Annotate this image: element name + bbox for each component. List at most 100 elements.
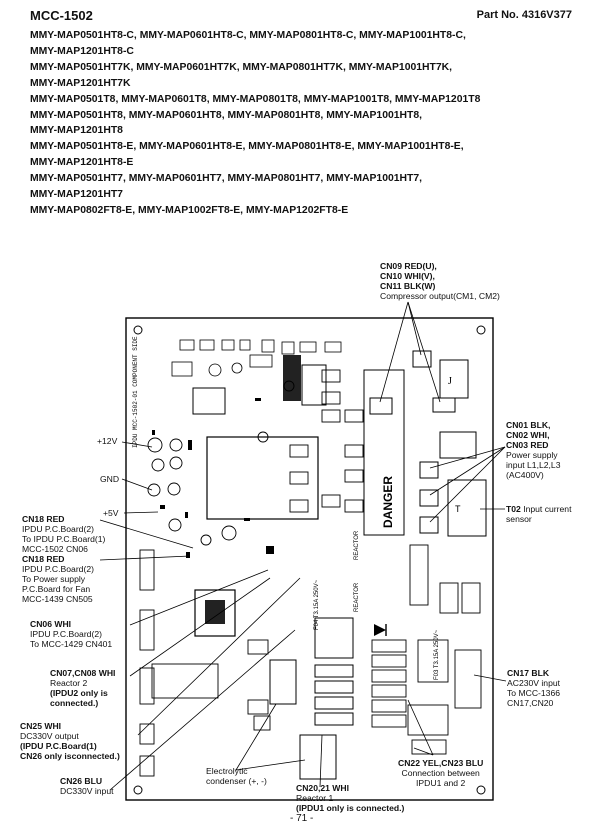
label-desc: To Power supply: [22, 574, 86, 584]
label-desc: IPDU P.C.Board(2): [30, 629, 102, 639]
label-line: CN07,CN08 WHI: [50, 668, 116, 678]
page-number: - 71 -: [290, 813, 314, 824]
label-desc: (AC400V): [506, 470, 544, 480]
ic-block: [283, 355, 301, 401]
reactor-label: REACTOR: [354, 582, 360, 612]
leader-lines: [99, 301, 507, 791]
label-cn25: CN25 WHI DC330V output (IPDU P.C.Board(1…: [20, 721, 120, 761]
model-line: MMY-MAP1201HT8-E: [30, 157, 134, 169]
label-desc: P.C.Board for Fan: [22, 584, 91, 594]
power-input-connectors: [419, 431, 487, 537]
label-line: CN18 RED: [22, 514, 65, 524]
label-cn20: CN20,21 WHI Reactor 1 (IPDU1 only is con…: [296, 783, 404, 813]
power-module: [194, 589, 236, 637]
model-line: MMY-MAP0501HT7, MMY-MAP0601HT7, MMY-MAP0…: [30, 173, 423, 185]
label-desc: IPDU1 and 2: [416, 778, 466, 788]
model-line: MMY-MAP0501HT7K, MMY-MAP0601HT7K, MMY-MA…: [30, 61, 453, 73]
label-desc: IPDU P.C.Board(2): [22, 564, 94, 574]
label-note: (IPDU P.C.Board(1): [20, 741, 97, 751]
label-desc: CN17,CN20: [507, 698, 554, 708]
mounting-hole: [133, 785, 143, 795]
label-line: CN03 RED: [506, 440, 549, 450]
part-number: Part No. 4316V377: [476, 9, 572, 21]
smd-parts: [152, 398, 274, 558]
label-electrolytic: Electrolytic condenser (+, -): [206, 766, 267, 786]
label-cn01: CN01 BLK, CN02 WHI, CN03 RED Power suppl…: [506, 420, 560, 480]
label-line: CN26 BLU: [60, 776, 103, 786]
label-line: CN20,21 WHI: [296, 783, 350, 793]
mounting-hole: [476, 325, 486, 335]
label-desc: IPDU P.C.Board(2): [22, 524, 94, 534]
mounting-hole: [476, 785, 486, 795]
model-line: MMY-MAP1201HT8-C: [30, 45, 134, 57]
label-desc: To MCC-1366: [507, 688, 561, 698]
label-cn18-b: CN18 RED IPDU P.C.Board(2) To Power supp…: [22, 554, 94, 604]
model-line: MMY-MAP0501HT8, MMY-MAP0601HT8, MMY-MAP0…: [30, 109, 423, 121]
left-lower-connectors: [139, 549, 271, 777]
label-gnd: GND: [100, 474, 120, 484]
label-desc: MCC-1502 CN06: [22, 544, 88, 554]
label-desc: Reactor 1: [296, 793, 334, 803]
label-desc: Input current: [523, 504, 572, 514]
label-desc: Connection between: [401, 768, 480, 778]
ic-block: [301, 364, 327, 406]
label-line: CN10 WHI(V),: [380, 271, 435, 281]
label-line: CN09 RED(U),: [380, 261, 437, 271]
label-desc: condenser (+, -): [206, 776, 267, 786]
label-line: CN01 BLK,: [506, 420, 551, 430]
label-note: connected.): [50, 698, 99, 708]
fuse-f03: F03 T3.15A 250V~: [434, 629, 440, 680]
model-line: MMY-MAP1201HT7K: [30, 77, 131, 89]
label-t02: T02 Input current sensor: [506, 504, 571, 524]
power-module-chip: [205, 600, 225, 624]
electrolytic-caps: [269, 617, 354, 780]
danger-label: DANGER: [381, 476, 395, 528]
label-desc: AC230V input: [507, 678, 561, 688]
center-relays: [289, 369, 364, 513]
model-list: MMY-MAP0501HT8-C, MMY-MAP0601HT8-C, MMY-…: [30, 28, 590, 219]
label-cn18-a: CN18 RED IPDU P.C.Board(2) To IPDU P.C.B…: [22, 514, 105, 554]
label-plus5v: +5V: [103, 508, 119, 518]
label-desc: DC330V input: [60, 786, 114, 796]
label-desc: sensor: [506, 514, 532, 524]
reactor-label: REACTOR: [354, 530, 360, 560]
label-note: (IPDU1 only is connected.): [296, 803, 405, 813]
label-desc: Reactor 2: [50, 678, 88, 688]
lower-right-parts: [371, 544, 482, 755]
label-line: CN25 WHI: [20, 721, 62, 731]
label-line: CN18 RED: [22, 554, 65, 564]
heatsink: [206, 436, 319, 520]
comp-connector-glyph: J: [448, 376, 452, 387]
sensor-glyph: T: [455, 504, 461, 514]
left-capacitors: [147, 380, 295, 546]
model-line: MMY-MAP0501HT8-C, MMY-MAP0601HT8-C, MMY-…: [30, 30, 466, 41]
label-plus12v: +12V: [97, 436, 118, 446]
label-cn06: CN06 WHI IPDU P.C.Board(2) To MCC-1429 C…: [30, 619, 112, 649]
danger-zone: [363, 369, 405, 536]
label-desc: Power supply: [506, 450, 558, 460]
label-cn26: CN26 BLU DC330V input: [60, 776, 114, 796]
label-line: CN11 BLK(W): [380, 281, 436, 291]
label-desc: input L1,L2,L3: [506, 460, 561, 470]
label-cn17: CN17 BLK AC230V input To MCC-1366 CN17,C…: [507, 668, 560, 708]
top-component-row: [171, 339, 342, 377]
silk-text: IPDU MCC-1502-01 COMPONENT SIDE: [132, 336, 139, 448]
diode-symbol: [374, 624, 386, 636]
label-desc: Compressor output(CM1, CM2): [380, 291, 500, 301]
label-desc: To MCC-1429 CN401: [30, 639, 113, 649]
label-cn09: CN09 RED(U), CN10 WHI(V), CN11 BLK(W) Co…: [380, 261, 500, 301]
model-line: MMY-MAP1201HT8: [30, 125, 123, 137]
label-desc: DC330V output: [20, 731, 79, 741]
label-note: (IPDU2 only is: [50, 688, 108, 698]
model-line: MMY-MAP0802FT8-E, MMY-MAP1002FT8-E, MMY-…: [30, 204, 349, 216]
label-line: CN02 WHI,: [506, 430, 550, 440]
model-line: MMY-MAP0501T8, MMY-MAP0601T8, MMY-MAP080…: [30, 93, 481, 105]
label-line: T02: [506, 504, 521, 514]
label-line: CN17 BLK: [507, 668, 550, 678]
fuse-f04: F04 T3.15A 250V~: [314, 579, 320, 630]
label-line: CN22 YEL,CN23 BLU: [398, 758, 484, 768]
label-cn07: CN07,CN08 WHI Reactor 2 (IPDU2 only is c…: [50, 668, 115, 708]
model-line: MMY-MAP0501HT8-E, MMY-MAP0601HT8-E, MMY-…: [30, 141, 464, 153]
label-line: CN06 WHI: [30, 619, 72, 629]
label-desc: MCC-1439 CN505: [22, 594, 93, 604]
